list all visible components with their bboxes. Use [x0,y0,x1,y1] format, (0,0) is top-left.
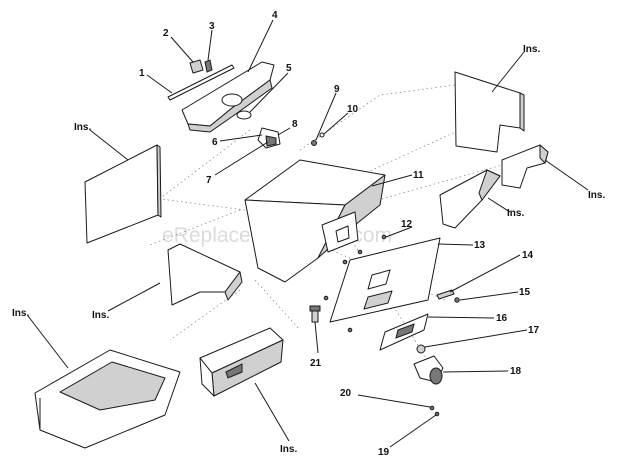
callout-15: 15 [519,287,531,298]
callout-10: 10 [347,104,359,115]
callout-11: 11 [413,170,424,181]
part-14-screw [436,289,455,300]
callout-3: 3 [209,21,215,32]
insulation-wedge-left [167,243,243,306]
insulation-panel-right [454,71,525,153]
part-17-knob [416,344,426,354]
part-16-slide-plate [379,313,429,351]
callout-9: 9 [334,84,340,95]
part-1-rod [167,64,235,101]
callout-6: 6 [212,137,218,148]
insulation-panel-left [84,144,162,244]
insulation-tray-bottom [34,349,181,449]
insulation-curved-right [501,144,549,189]
callout-7: 7 [206,175,212,186]
callout-17: 17 [528,325,540,336]
part-15-spring [454,297,460,303]
callout-ins-block: Ins. [280,444,297,455]
part-18-spout [413,355,444,385]
callout-4: 4 [272,10,278,21]
part-13-mounting-plate [329,237,441,323]
callout-14: 14 [522,250,534,261]
callout-labels: 1 2 3 4 5 6 7 8 9 10 11 12 13 14 15 16 1… [12,10,605,458]
callout-16: 16 [496,313,508,324]
callout-5: 5 [286,63,292,74]
part-8-coupler [257,127,281,149]
part-21-bolt [309,305,321,323]
part-4-mount-bracket [181,61,275,133]
part-2-bolt [189,59,204,74]
callout-20: 20 [340,388,352,399]
callout-19: 19 [378,447,390,458]
part-5-washer [236,110,252,120]
callout-21: 21 [310,358,322,369]
callout-ins-panel-left: Ins. [74,122,91,133]
part-19-20-pin [429,405,440,417]
callout-ins-curved: Ins. [588,190,605,201]
callout-12: 12 [401,219,413,230]
leader-lines [27,19,589,448]
callout-ins-panel-right: Ins. [523,44,540,55]
callout-8: 8 [292,119,298,130]
callout-13: 13 [474,240,486,251]
callout-1: 1 [139,68,145,79]
insulation-wedge-right [439,169,501,229]
callout-ins-wedge-right: Ins. [507,208,524,219]
insulation-block-bottom [199,327,284,397]
part-9-10-screws [311,132,325,146]
callout-ins-wedge-left: Ins. [92,310,109,321]
callout-ins-tray: Ins. [12,308,29,319]
part-12-small-screws [323,234,387,333]
part-3-pin [204,59,213,73]
callout-2: 2 [163,28,169,39]
callout-18: 18 [510,366,522,377]
part-11-hopper [244,159,386,283]
